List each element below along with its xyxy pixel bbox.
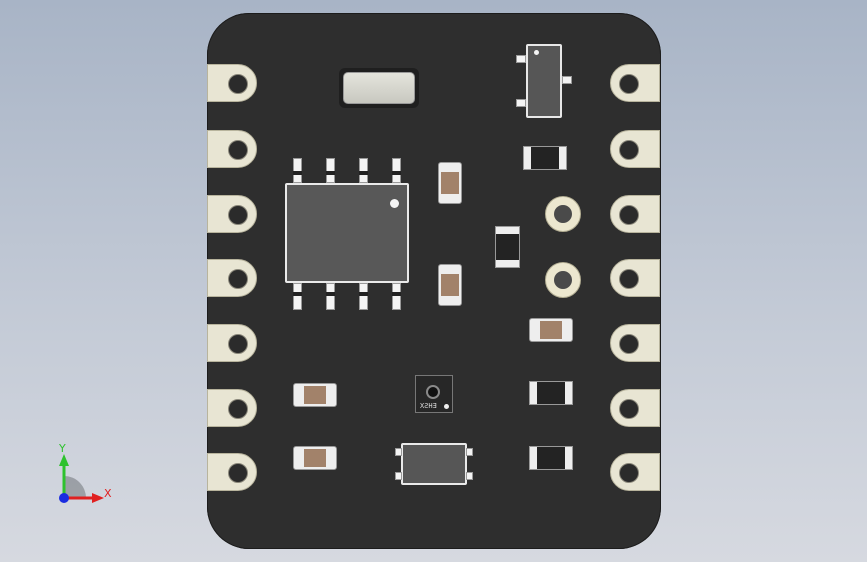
chip-pin [326, 158, 335, 183]
chip-pin-gap [293, 171, 302, 175]
chip-pin [359, 158, 368, 183]
castellated-pad-left-4 [207, 259, 257, 297]
crystal-oscillator [339, 68, 419, 108]
chip-pin [293, 283, 302, 310]
chip-pin-gap [359, 171, 368, 175]
chip-pin-gap [293, 292, 302, 296]
pin1-marker [390, 199, 399, 208]
small-package-chip [401, 443, 467, 485]
pad-hole [619, 74, 639, 94]
triad-axes-icon [59, 454, 104, 503]
soic8-chip [285, 183, 409, 283]
test-point-ring [545, 262, 581, 298]
pad-hole [228, 140, 248, 160]
chip-pin [466, 448, 473, 456]
chip-pin [392, 158, 401, 183]
transistor-pin [516, 99, 526, 107]
resistor-horizontal [529, 381, 573, 405]
castellated-pad-right-3 [610, 195, 660, 233]
test-point-ring [545, 196, 581, 232]
capacitor-horizontal [293, 383, 337, 407]
castellated-pad-left-3 [207, 195, 257, 233]
triad-x-label: X [104, 487, 112, 500]
castellated-pad-right-4 [610, 259, 660, 297]
chip-pin-gap [359, 292, 368, 296]
chip-pin [359, 283, 368, 310]
chip-pin-gap [326, 171, 335, 175]
chip-pin-gap [392, 292, 401, 296]
castellated-pad-right-6 [610, 389, 660, 427]
castellated-pad-right-2 [610, 130, 660, 168]
pressure-sensor: EHSX [415, 375, 453, 413]
capacitor-horizontal [293, 446, 337, 470]
pad-hole [228, 269, 248, 289]
chip-pin [293, 158, 302, 183]
castellated-pad-left-6 [207, 389, 257, 427]
transistor-pin [562, 76, 572, 84]
capacitor-vertical [438, 162, 462, 204]
pad-hole [619, 334, 639, 354]
capacitor-horizontal [529, 318, 573, 342]
chip-pin [392, 283, 401, 310]
sensor-marking: EHSX [420, 402, 437, 410]
castellated-pad-right-7 [610, 453, 660, 491]
pad-hole [228, 334, 248, 354]
chip-pin-gap [326, 292, 335, 296]
chip-pin [326, 283, 335, 310]
pin1-marker [444, 404, 449, 409]
pad-hole [619, 463, 639, 483]
capacitor-vertical [438, 264, 462, 306]
triad-y-label: Y [59, 442, 66, 455]
castellated-pad-left-1 [207, 64, 257, 102]
castellated-pad-right-5 [610, 324, 660, 362]
sot23-transistor [526, 44, 562, 118]
pad-hole [228, 74, 248, 94]
chip-pin-gap [392, 171, 401, 175]
pad-hole [228, 205, 248, 225]
castellated-pad-left-7 [207, 453, 257, 491]
pad-hole [619, 140, 639, 160]
transistor-pin [516, 55, 526, 63]
resistor-horizontal [523, 146, 567, 170]
chip-pin [395, 448, 402, 456]
pad-hole [228, 399, 248, 419]
pad-hole [619, 205, 639, 225]
pad-hole [228, 463, 248, 483]
resistor-vertical [495, 226, 520, 268]
castellated-pad-left-5 [207, 324, 257, 362]
coordinate-triad: Y X [50, 440, 120, 510]
chip-pin [466, 472, 473, 480]
pad-hole [619, 269, 639, 289]
chip-pin [395, 472, 402, 480]
pad-hole [619, 399, 639, 419]
pin1-marker [534, 50, 539, 55]
resistor-horizontal [529, 446, 573, 470]
castellated-pad-right-1 [610, 64, 660, 102]
sensor-port [426, 385, 440, 399]
castellated-pad-left-2 [207, 130, 257, 168]
